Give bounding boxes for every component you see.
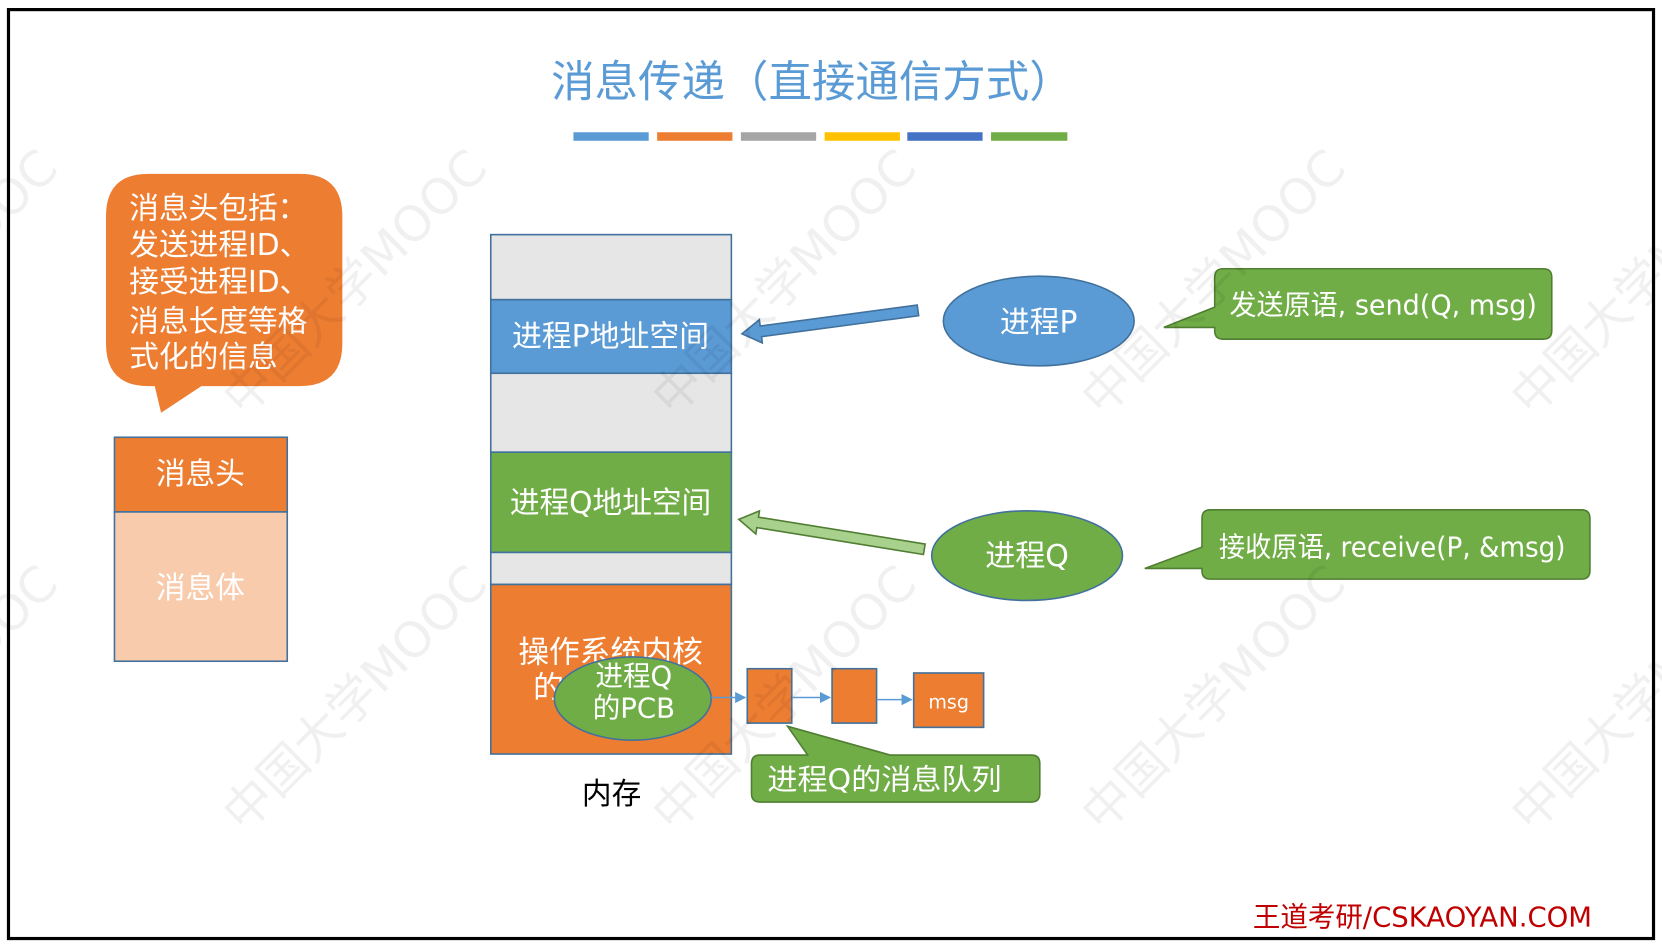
process-p-ellipse [942, 275, 1135, 367]
receive-primitive-callout-label: 接收原语, receive(P, &msg) [1219, 531, 1566, 564]
message-body-block [113, 511, 289, 663]
process-q: 进程Q [930, 510, 1124, 602]
queue-node [746, 667, 793, 724]
process-q-address-space-label: 进程Q地址空间 [510, 486, 711, 521]
send-primitive-callout: 发送原语, send(Q, msg) [1163, 267, 1553, 340]
memory-label: 内存 [582, 777, 641, 812]
slide-frame [6, 7, 1656, 941]
color-strip-segment [657, 132, 733, 141]
process-q-ellipse [930, 510, 1124, 602]
message-queue-callout-shape [750, 724, 1041, 803]
color-strip-segment [824, 132, 900, 141]
process-q-pcb-label: 进程Q [595, 660, 672, 693]
color-strip-segment [573, 132, 649, 141]
process-p: 进程P [942, 275, 1135, 367]
title-color-strip [573, 132, 1068, 141]
send-arrow [740, 304, 920, 345]
message-header-callout-line: 消息头包括： [129, 191, 307, 226]
receive-primitive-callout: 接收原语, receive(P, &msg) [1144, 508, 1591, 580]
receive-primitive-callout-shape [1144, 508, 1591, 580]
process-p-label: 进程P [1000, 306, 1077, 341]
process-q-address-space [489, 451, 733, 554]
memory-free-segment [489, 372, 733, 454]
message-header-block [113, 436, 289, 513]
process-p-address-space [489, 298, 733, 375]
message-body-label: 消息体 [156, 571, 245, 606]
send-primitive-callout-label: 发送原语, send(Q, msg) [1230, 288, 1537, 321]
send-primitive-callout-shape [1163, 267, 1553, 340]
queue-node-msg-label: msg [928, 690, 969, 713]
message-queue-callout: 进程Q的消息队列 [750, 724, 1041, 803]
color-strip-segment [907, 132, 983, 141]
message-structure: 消息头 消息体 [113, 436, 289, 663]
queue-node [831, 667, 878, 724]
message-queue-callout-label: 进程Q的消息队列 [767, 763, 1001, 797]
footer-brand: 王道考研/CSKAOYAN.COM [1253, 901, 1592, 934]
receive-arrow [737, 509, 927, 556]
process-q-pcb-label: 的PCB [593, 692, 675, 725]
memory-column: 进程P地址空间 进程Q地址空间 操作系统内核 的 内存 [489, 233, 733, 812]
color-strip-segment [740, 132, 817, 141]
message-header-callout-line: 式化的信息 [129, 340, 277, 375]
message-header-callout: 消息头包括： 发送进程ID、 接受进程ID、 消息长度等格 式化的信息 [105, 173, 343, 413]
message-header-callout-line: 发送进程ID、 [129, 228, 309, 263]
process-q-pcb: 进程Q 的PCB [553, 656, 713, 741]
message-header-callout-line: 消息长度等格 [129, 305, 307, 340]
process-p-address-space-label: 进程P地址空间 [512, 319, 709, 354]
message-header-label: 消息头 [156, 457, 245, 492]
memory-free-segment [489, 233, 733, 301]
slide-title: 消息传递（直接通信方式） [551, 58, 1072, 108]
color-strip-segment [991, 132, 1068, 141]
message-queue: msg [711, 667, 985, 729]
message-header-callout-shape [105, 173, 343, 413]
message-header-callout-line: 接受进程ID、 [129, 265, 309, 300]
memory-free-segment [489, 551, 733, 586]
process-q-label: 进程Q [985, 539, 1069, 574]
process-q-pcb-ellipse [553, 656, 713, 741]
queue-node-msg [912, 672, 985, 729]
